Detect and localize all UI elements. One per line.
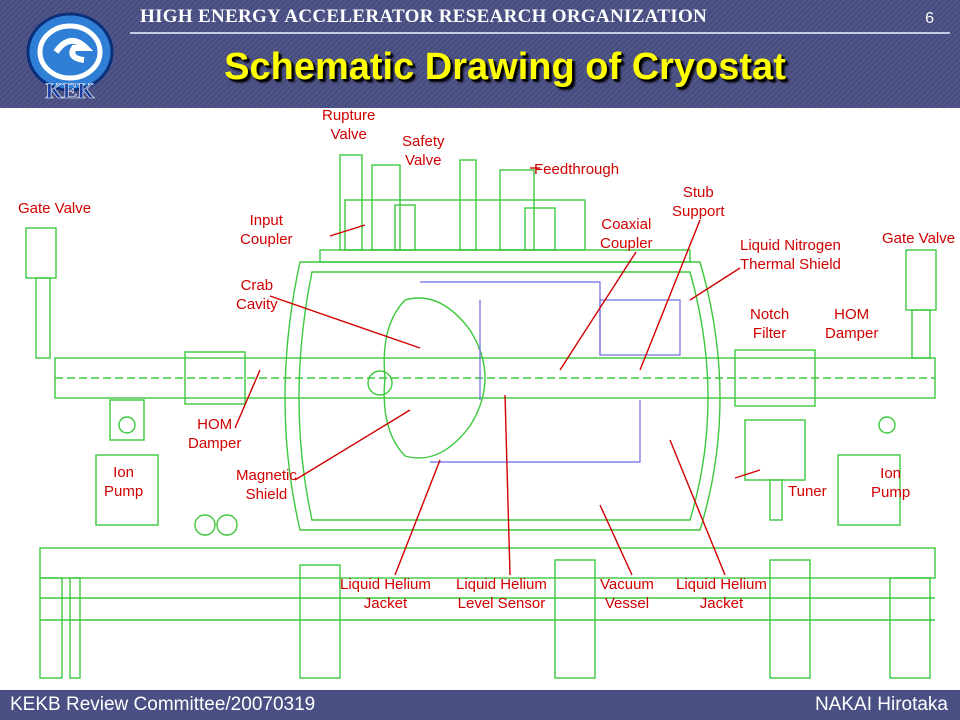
logo-text: KEK — [46, 78, 95, 103]
label-notch-filter: Notch Filter — [750, 305, 789, 343]
footer-right-text: NAKAI Hirotaka — [814, 694, 948, 715]
label-crab-cavity-line1: Crab — [240, 277, 274, 294]
support-legs — [39, 559, 935, 679]
label-magnetic-shield-line2: Shield — [245, 486, 288, 503]
label-ln2-thermal-shield: Liquid Nitrogen Thermal Shield — [740, 236, 841, 274]
footer-divider — [0, 688, 960, 690]
label-ion-pump-right-line1: Ion — [880, 465, 902, 482]
footer-left-text: KEKB Review Committee/20070319 — [10, 694, 316, 715]
header-divider — [130, 32, 950, 34]
label-lhe-level-sensor: Liquid Helium Level Sensor — [456, 575, 547, 613]
label-ln2-line1: Liquid Nitrogen — [740, 237, 841, 254]
label-vacuum-vessel: Vacuum Vessel — [600, 575, 654, 613]
label-magnetic-shield: Magnetic Shield — [236, 466, 297, 504]
label-notch-filter-line2: Filter — [752, 325, 787, 342]
label-vacuum-vessel-line2: Vessel — [604, 595, 650, 612]
label-lhe-level-line1: Liquid Helium — [456, 576, 547, 593]
label-vacuum-vessel-line1: Vacuum — [600, 576, 654, 593]
label-tuner: Tuner — [788, 483, 827, 500]
organization-name: HIGH ENERGY ACCELERATOR RESEARCH ORGANIZ… — [140, 6, 708, 27]
label-lhe-jacket-left-line1: Liquid Helium — [340, 576, 431, 593]
label-hom-damper-left-line1: HOM — [197, 416, 233, 433]
cryostat-drawing — [25, 154, 937, 679]
label-input-coupler: Input Coupler — [240, 211, 293, 249]
label-feedthrough: Feedthrough — [534, 161, 620, 178]
label-hom-damper-left-line2: Damper — [188, 435, 242, 452]
label-gate-valve-left: Gate Valve — [18, 200, 92, 217]
slide-header — [0, 0, 960, 108]
label-input-coupler-line2: Coupler — [240, 231, 293, 248]
label-input-coupler-line1: Input — [249, 212, 283, 229]
label-stub-support: Stub Support — [672, 183, 725, 221]
label-lhe-jacket-right-line1: Liquid Helium — [676, 576, 767, 593]
label-stub-support-line1: Stub — [682, 184, 714, 201]
leader-lines — [234, 167, 761, 576]
label-magnetic-shield-line1: Magnetic — [236, 467, 297, 484]
kek-logo: KEK — [26, 12, 114, 103]
label-ion-pump-right-line2: Pump — [871, 484, 911, 501]
label-lhe-level-line2: Level Sensor — [457, 595, 546, 612]
label-notch-filter-line1: Notch — [750, 306, 790, 323]
label-ln2-line2: Thermal Shield — [740, 256, 841, 273]
slide-footer — [0, 688, 960, 720]
label-coaxial-coupler-line2: Coupler — [600, 235, 653, 252]
slide-title: Schematic Drawing of Cryostat — [224, 46, 786, 88]
label-stub-support-line2: Support — [672, 203, 725, 220]
label-crab-cavity: Crab Cavity — [236, 276, 278, 314]
label-rupture-valve-line1: Rupture — [322, 107, 376, 124]
label-lhe-jacket-left: Liquid Helium Jacket — [340, 575, 431, 613]
label-coaxial-coupler-line1: Coaxial — [601, 216, 652, 233]
page-number: 6 — [925, 10, 934, 27]
label-hom-damper-right-line1: HOM — [834, 306, 870, 323]
label-lhe-jacket-right: Liquid Helium Jacket — [676, 575, 767, 613]
label-hom-damper-left: HOM Damper — [188, 415, 241, 453]
label-rupture-valve-line2: Valve — [330, 126, 367, 143]
label-gate-valve-right: Gate Valve — [882, 230, 956, 247]
label-hom-damper-right: HOM Damper — [825, 305, 878, 343]
label-safety-valve-line2: Valve — [405, 152, 442, 169]
label-hom-damper-right-line2: Damper — [825, 325, 879, 342]
label-crab-cavity-line2: Cavity — [236, 296, 278, 313]
label-coaxial-coupler: Coaxial Coupler — [600, 215, 653, 253]
label-ion-pump-left-line1: Ion — [113, 464, 135, 481]
label-lhe-jacket-right-line2: Jacket — [699, 595, 744, 612]
label-ion-pump-left-line2: Pump — [104, 483, 144, 500]
label-lhe-jacket-left-line2: Jacket — [363, 595, 408, 612]
label-safety-valve-line1: Safety — [402, 133, 445, 150]
label-ion-pump-right: Ion Pump — [871, 464, 910, 502]
label-ion-pump-left: Ion Pump — [104, 463, 143, 501]
label-rupture-valve: Rupture Valve — [322, 106, 375, 144]
label-safety-valve: Safety Valve — [402, 132, 445, 170]
